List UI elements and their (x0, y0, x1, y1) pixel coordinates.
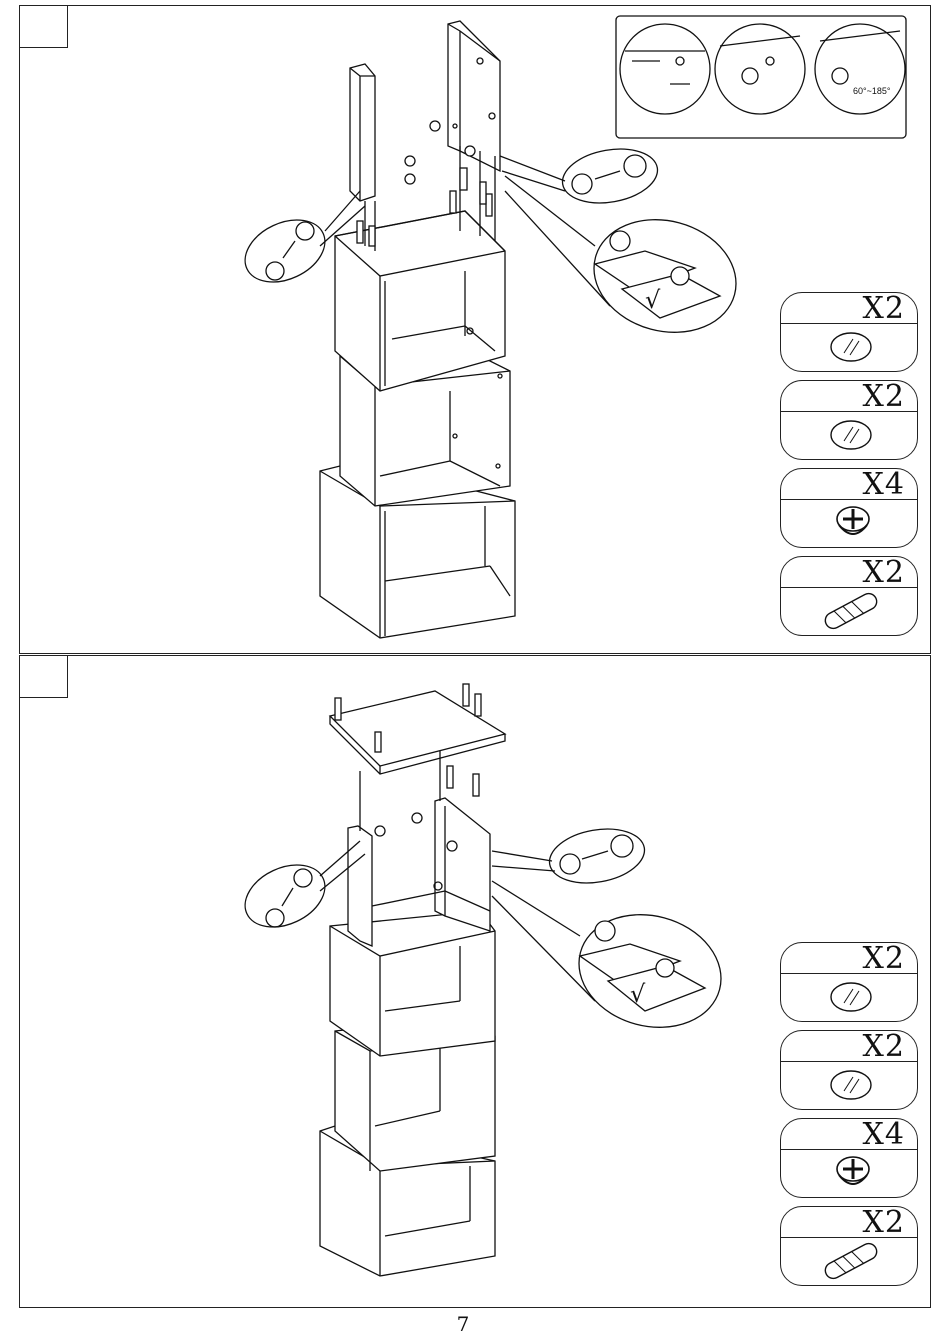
part-quantity: X4 (863, 1117, 905, 1152)
parts-list: X2 X2 X4 X2 (780, 942, 920, 1294)
cam-lock-icon (781, 1149, 917, 1197)
step-1-panel: √ 60°~185° X2 X2 (19, 5, 931, 654)
cam-bolt-hole-icon (781, 973, 917, 1021)
check-mark: √ (645, 286, 661, 314)
part-quantity: X2 (863, 291, 905, 326)
parts-list: X2 X2 X4 X2 (780, 292, 920, 644)
step-2-panel: √ X2 X2 X4 X2 (19, 655, 931, 1308)
callout-right-lower: √ (505, 176, 749, 348)
part-quantity: X2 (863, 555, 905, 590)
part-card: X2 (780, 1206, 918, 1286)
cam-lock-icon (781, 499, 917, 547)
cam-bolt-hole-icon (781, 1061, 917, 1109)
part-quantity: X2 (863, 941, 905, 976)
part-quantity: X4 (863, 467, 905, 502)
callout-right-lower: √ (492, 881, 734, 1043)
cam-bolt-hole-icon (781, 323, 917, 371)
part-card: X2 (780, 380, 918, 460)
part-quantity: X2 (863, 1029, 905, 1064)
wooden-dowel-icon (781, 587, 917, 635)
check-mark: √ (630, 980, 646, 1008)
part-card: X2 (780, 942, 918, 1022)
part-card: X4 (780, 468, 918, 548)
part-quantity: X2 (863, 1205, 905, 1240)
callout-right-upper (500, 142, 662, 210)
part-card: X2 (780, 556, 918, 636)
page-number: 7 (0, 1312, 950, 1336)
cam-bolt-hole-icon (781, 411, 917, 459)
wooden-dowel-icon (781, 1237, 917, 1285)
part-card: X2 (780, 292, 918, 372)
part-quantity: X2 (863, 379, 905, 414)
cam-detail-box: 60°~185° (616, 16, 906, 138)
part-card: X2 (780, 1030, 918, 1110)
side-panel-small (350, 64, 375, 201)
part-card: X4 (780, 1118, 918, 1198)
rotation-angle-label: 60°~185° (853, 86, 891, 96)
callout-right-upper (492, 822, 649, 890)
